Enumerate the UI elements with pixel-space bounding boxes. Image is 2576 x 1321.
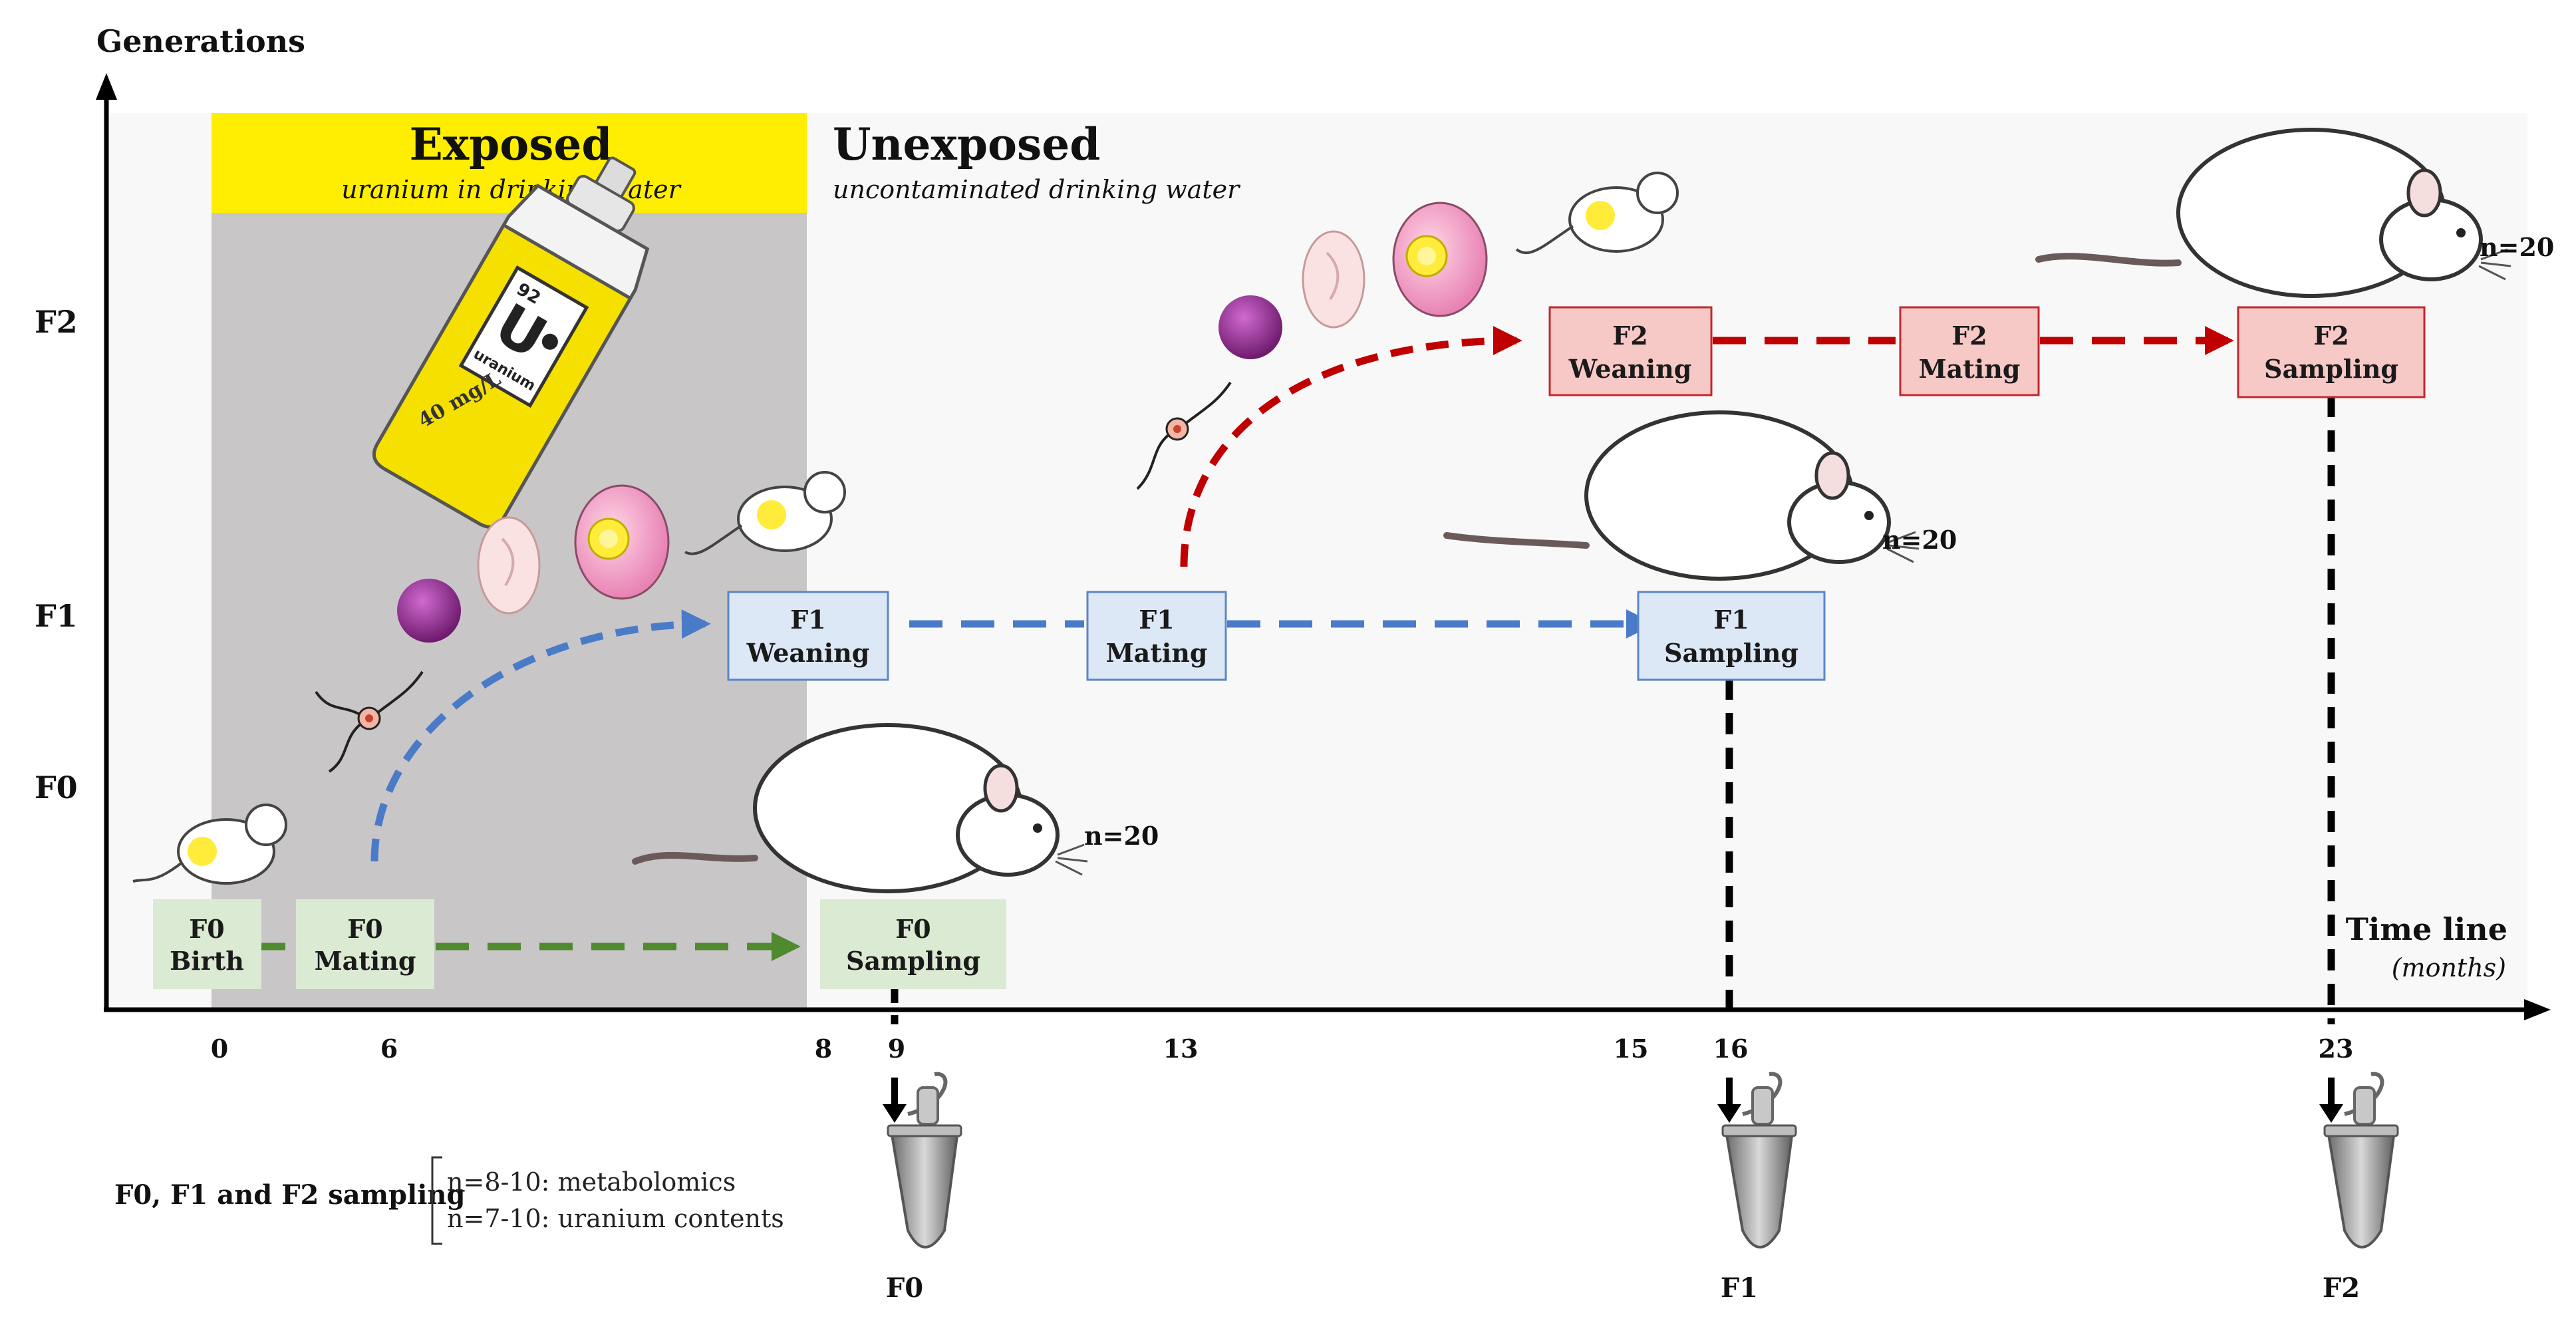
box-f1-weaning-gen: F1	[790, 605, 825, 635]
rat-icon-f0	[632, 723, 1088, 893]
box-f0-sampling: F0 Sampling	[820, 899, 1006, 989]
tick-label-13: 13	[1163, 1034, 1199, 1064]
box-f1-sampling: F1 Sampling	[1637, 591, 1826, 681]
tick-label-9: 9	[888, 1034, 905, 1064]
box-f1-mating: F1 Mating	[1086, 591, 1227, 681]
tube-label-f2: F2	[2323, 1272, 2360, 1304]
box-f1-weaning-event: Weaning	[746, 638, 870, 668]
tube-label-f0: F0	[886, 1272, 923, 1304]
box-f1-weaning: F1 Weaning	[727, 591, 889, 681]
sampling-note-label: F0, F1 and F2 sampling	[114, 1179, 465, 1211]
box-f1-sampling-event: Sampling	[1664, 638, 1798, 668]
x-axis-title: Time line	[2346, 911, 2507, 947]
fetus-icon	[574, 484, 670, 600]
box-f0-birth: F0 Birth	[153, 899, 261, 989]
sampling-note-bracket	[431, 1156, 442, 1245]
x-axis-arrowhead	[2524, 999, 2551, 1020]
pup-icon-f2	[1515, 172, 1679, 254]
box-f2-mating: F2 Mating	[1899, 306, 2040, 396]
embryo-icon	[477, 516, 541, 615]
box-f1-mating-gen: F1	[1139, 605, 1174, 635]
box-f2-sampling-event: Sampling	[2264, 354, 2398, 384]
sample-count-f1: n=20	[1882, 525, 1957, 555]
sample-count-f2: n=20	[2480, 232, 2554, 262]
unexposed-title: Unexposed	[833, 118, 1100, 170]
generation-label-f2: F2	[35, 304, 78, 340]
generation-label-f1: F1	[35, 598, 78, 634]
box-f0-birth-event: Birth	[170, 946, 244, 976]
tick-label-0: 0	[211, 1034, 228, 1064]
sperm-icon-f2	[1136, 381, 1232, 490]
box-f0-mating: F0 Mating	[296, 899, 434, 989]
box-f2-sampling-gen: F2	[2313, 321, 2349, 351]
f1-arrow-curve-from-f0-mating	[370, 609, 711, 862]
tick-label-6: 6	[380, 1034, 398, 1064]
y-axis-arrowhead	[96, 73, 117, 100]
sample-tube-f1	[1717, 1072, 1797, 1248]
box-f0-sampling-event: Sampling	[846, 946, 980, 976]
x-axis-unit: (months)	[2392, 953, 2506, 982]
tick-label-8: 8	[815, 1034, 832, 1064]
rat-icon-f1	[1443, 410, 1920, 581]
pup-icon-f0	[132, 804, 287, 885]
egg-icon	[397, 579, 461, 643]
tick-label-16: 16	[1713, 1034, 1749, 1064]
box-f1-sampling-gen: F1	[1713, 605, 1749, 635]
box-f2-mating-event: Mating	[1919, 354, 2021, 384]
box-f2-mating-gen: F2	[1951, 321, 1987, 351]
sample-tube-f0	[883, 1072, 962, 1248]
box-f1-mating-event: Mating	[1106, 638, 1208, 668]
tick-label-23: 23	[2319, 1034, 2354, 1064]
box-f2-weaning-event: Weaning	[1568, 354, 1692, 384]
unexposed-subtitle: uncontaminated drinking water	[833, 175, 1241, 204]
sampling-note-line-1: n=8-10: metabolomics	[447, 1167, 736, 1197]
box-f2-weaning-gen: F2	[1612, 321, 1647, 351]
egg-icon-f2	[1218, 295, 1282, 359]
fetus-icon-f2	[1392, 202, 1488, 317]
uranium-bottle-icon: 92 U uranium 40 mg/L	[372, 156, 650, 529]
sperm-icon	[315, 670, 424, 773]
box-f0-sampling-gen: F0	[895, 914, 930, 944]
box-f0-birth-gen: F0	[189, 914, 224, 944]
box-f0-mating-event: Mating	[315, 946, 416, 976]
generation-label-f0: F0	[35, 770, 78, 806]
tube-label-f1: F1	[1721, 1272, 1758, 1304]
sample-tube-f2	[2319, 1072, 2399, 1248]
pup-icon-f1	[684, 471, 846, 555]
exposed-title: Exposed	[409, 118, 612, 170]
embryo-icon-f2	[1302, 230, 1365, 329]
sample-count-f0: n=20	[1084, 821, 1159, 851]
box-f0-mating-gen: F0	[347, 914, 382, 944]
box-f2-weaning: F2 Weaning	[1548, 306, 1713, 396]
rat-icon-f2	[2035, 128, 2511, 298]
y-axis-title: Generations	[96, 23, 305, 59]
f2-arrow-curve-from-f1-mating	[1180, 326, 1522, 567]
sampling-note-line-2: n=7-10: uranium contents	[447, 1204, 784, 1233]
exposed-banner	[212, 113, 807, 213]
box-f2-sampling: F2 Sampling	[2237, 306, 2426, 398]
tick-label-15: 15	[1614, 1034, 1649, 1064]
